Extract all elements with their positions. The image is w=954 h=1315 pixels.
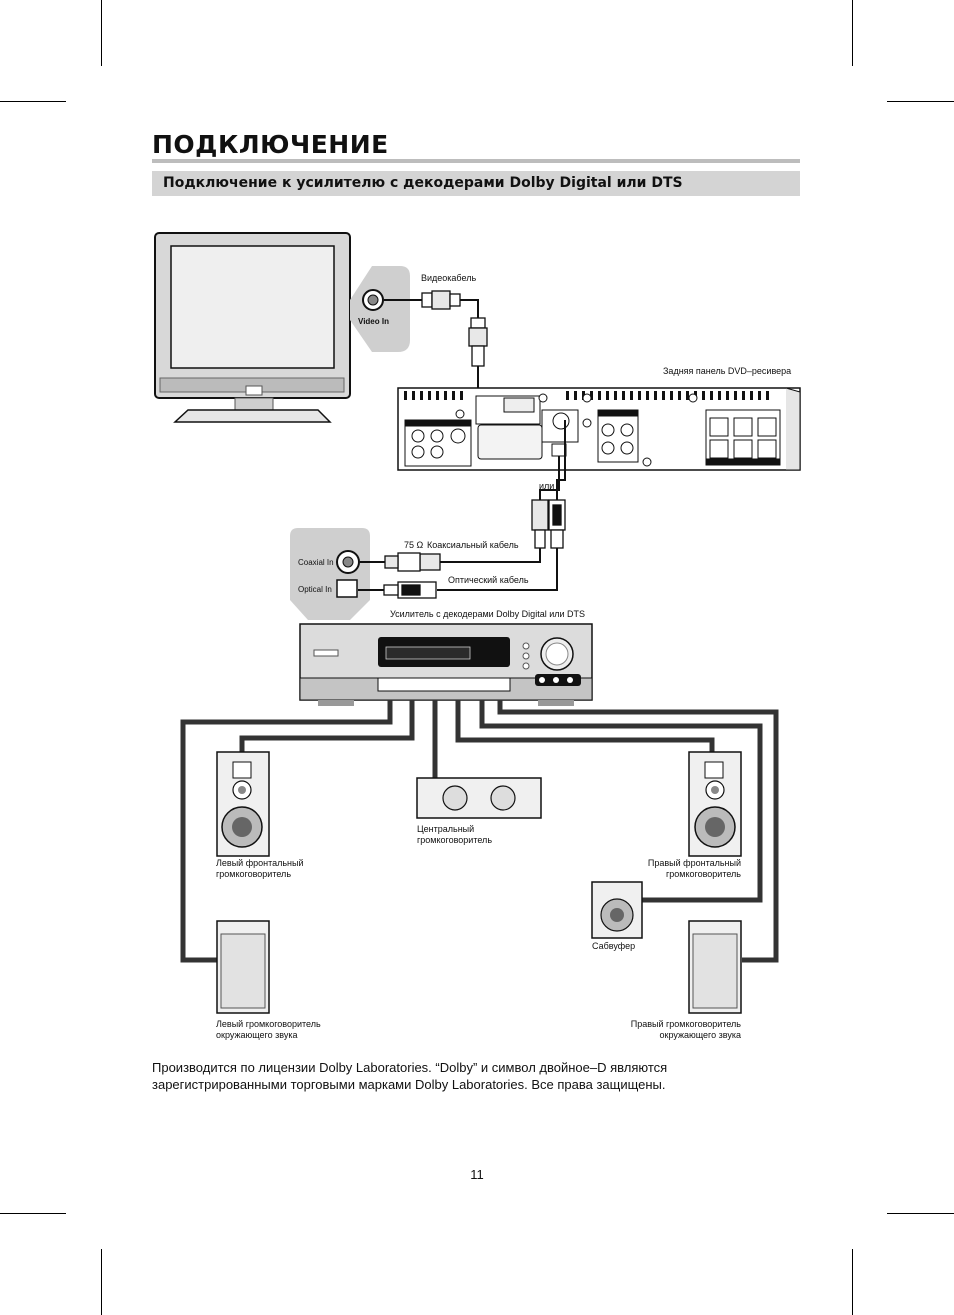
dvd-back-panel <box>397 387 801 471</box>
crop-mark <box>101 1249 102 1315</box>
tv-video-in-callout <box>350 266 410 352</box>
crop-mark <box>852 0 853 66</box>
crop-mark <box>887 101 954 102</box>
video-in-label: Video In <box>358 317 389 326</box>
page-title: ПОДКЛЮЧЕНИЕ <box>152 130 389 159</box>
crop-mark <box>887 1213 954 1214</box>
page-number: 11 <box>470 1167 484 1182</box>
video-cable-label: Видеокабель <box>421 273 477 283</box>
subwoofer-label: Сабвуфер <box>592 941 636 951</box>
or-label: или <box>539 481 555 491</box>
subwoofer <box>591 881 643 939</box>
front-left-speaker <box>216 751 270 857</box>
surround-left-label: Левый громкоговоритель окружающего звука <box>216 1019 321 1040</box>
coaxial-in-label: Coaxial In <box>298 558 334 567</box>
surround-left-speaker <box>216 920 270 1014</box>
dvd-back-panel-label: Задняя панель DVD–ресивера <box>663 366 792 376</box>
crop-mark <box>101 0 102 66</box>
coax-cable-label: Коаксиальный кабель <box>427 540 519 550</box>
amplifier-illustration <box>299 623 593 706</box>
amplifier-cables <box>358 552 558 599</box>
front-left-label: Левый фронтальный громкоговоритель <box>216 858 304 879</box>
section-title: Подключение к усилителю с декодерами Dol… <box>163 175 683 191</box>
surround-right-label: Правый громкоговоритель окружающего звук… <box>630 1019 741 1040</box>
section-header: Подключение к усилителю с декодерами Dol… <box>152 171 800 196</box>
surround-right-speaker <box>688 920 742 1014</box>
connection-diagram <box>154 232 801 1014</box>
center-label: Центральный громкоговоритель <box>417 824 493 845</box>
tv-illustration <box>154 232 351 423</box>
crop-mark <box>0 1213 66 1214</box>
digital-cables <box>531 420 566 556</box>
crop-mark <box>852 1249 853 1315</box>
amplifier-label: Усилитель с декодерами Dolby Digital или… <box>390 609 586 619</box>
optical-cable-label: Оптический кабель <box>448 575 529 585</box>
amplifier-inputs-callout <box>290 528 370 620</box>
speaker-wires <box>180 700 779 963</box>
trademark-footnote: Производится по лицензии Dolby Laborator… <box>152 1060 668 1092</box>
front-right-label: Правый фронтальный громкоговоритель <box>647 858 741 879</box>
center-speaker <box>416 777 542 819</box>
ohm-label: 75 Ω <box>404 540 424 550</box>
optical-in-label: Optical In <box>298 585 332 594</box>
crop-mark <box>0 101 66 102</box>
front-right-speaker <box>688 751 742 857</box>
video-cable <box>384 290 488 400</box>
title-rule <box>152 159 800 163</box>
